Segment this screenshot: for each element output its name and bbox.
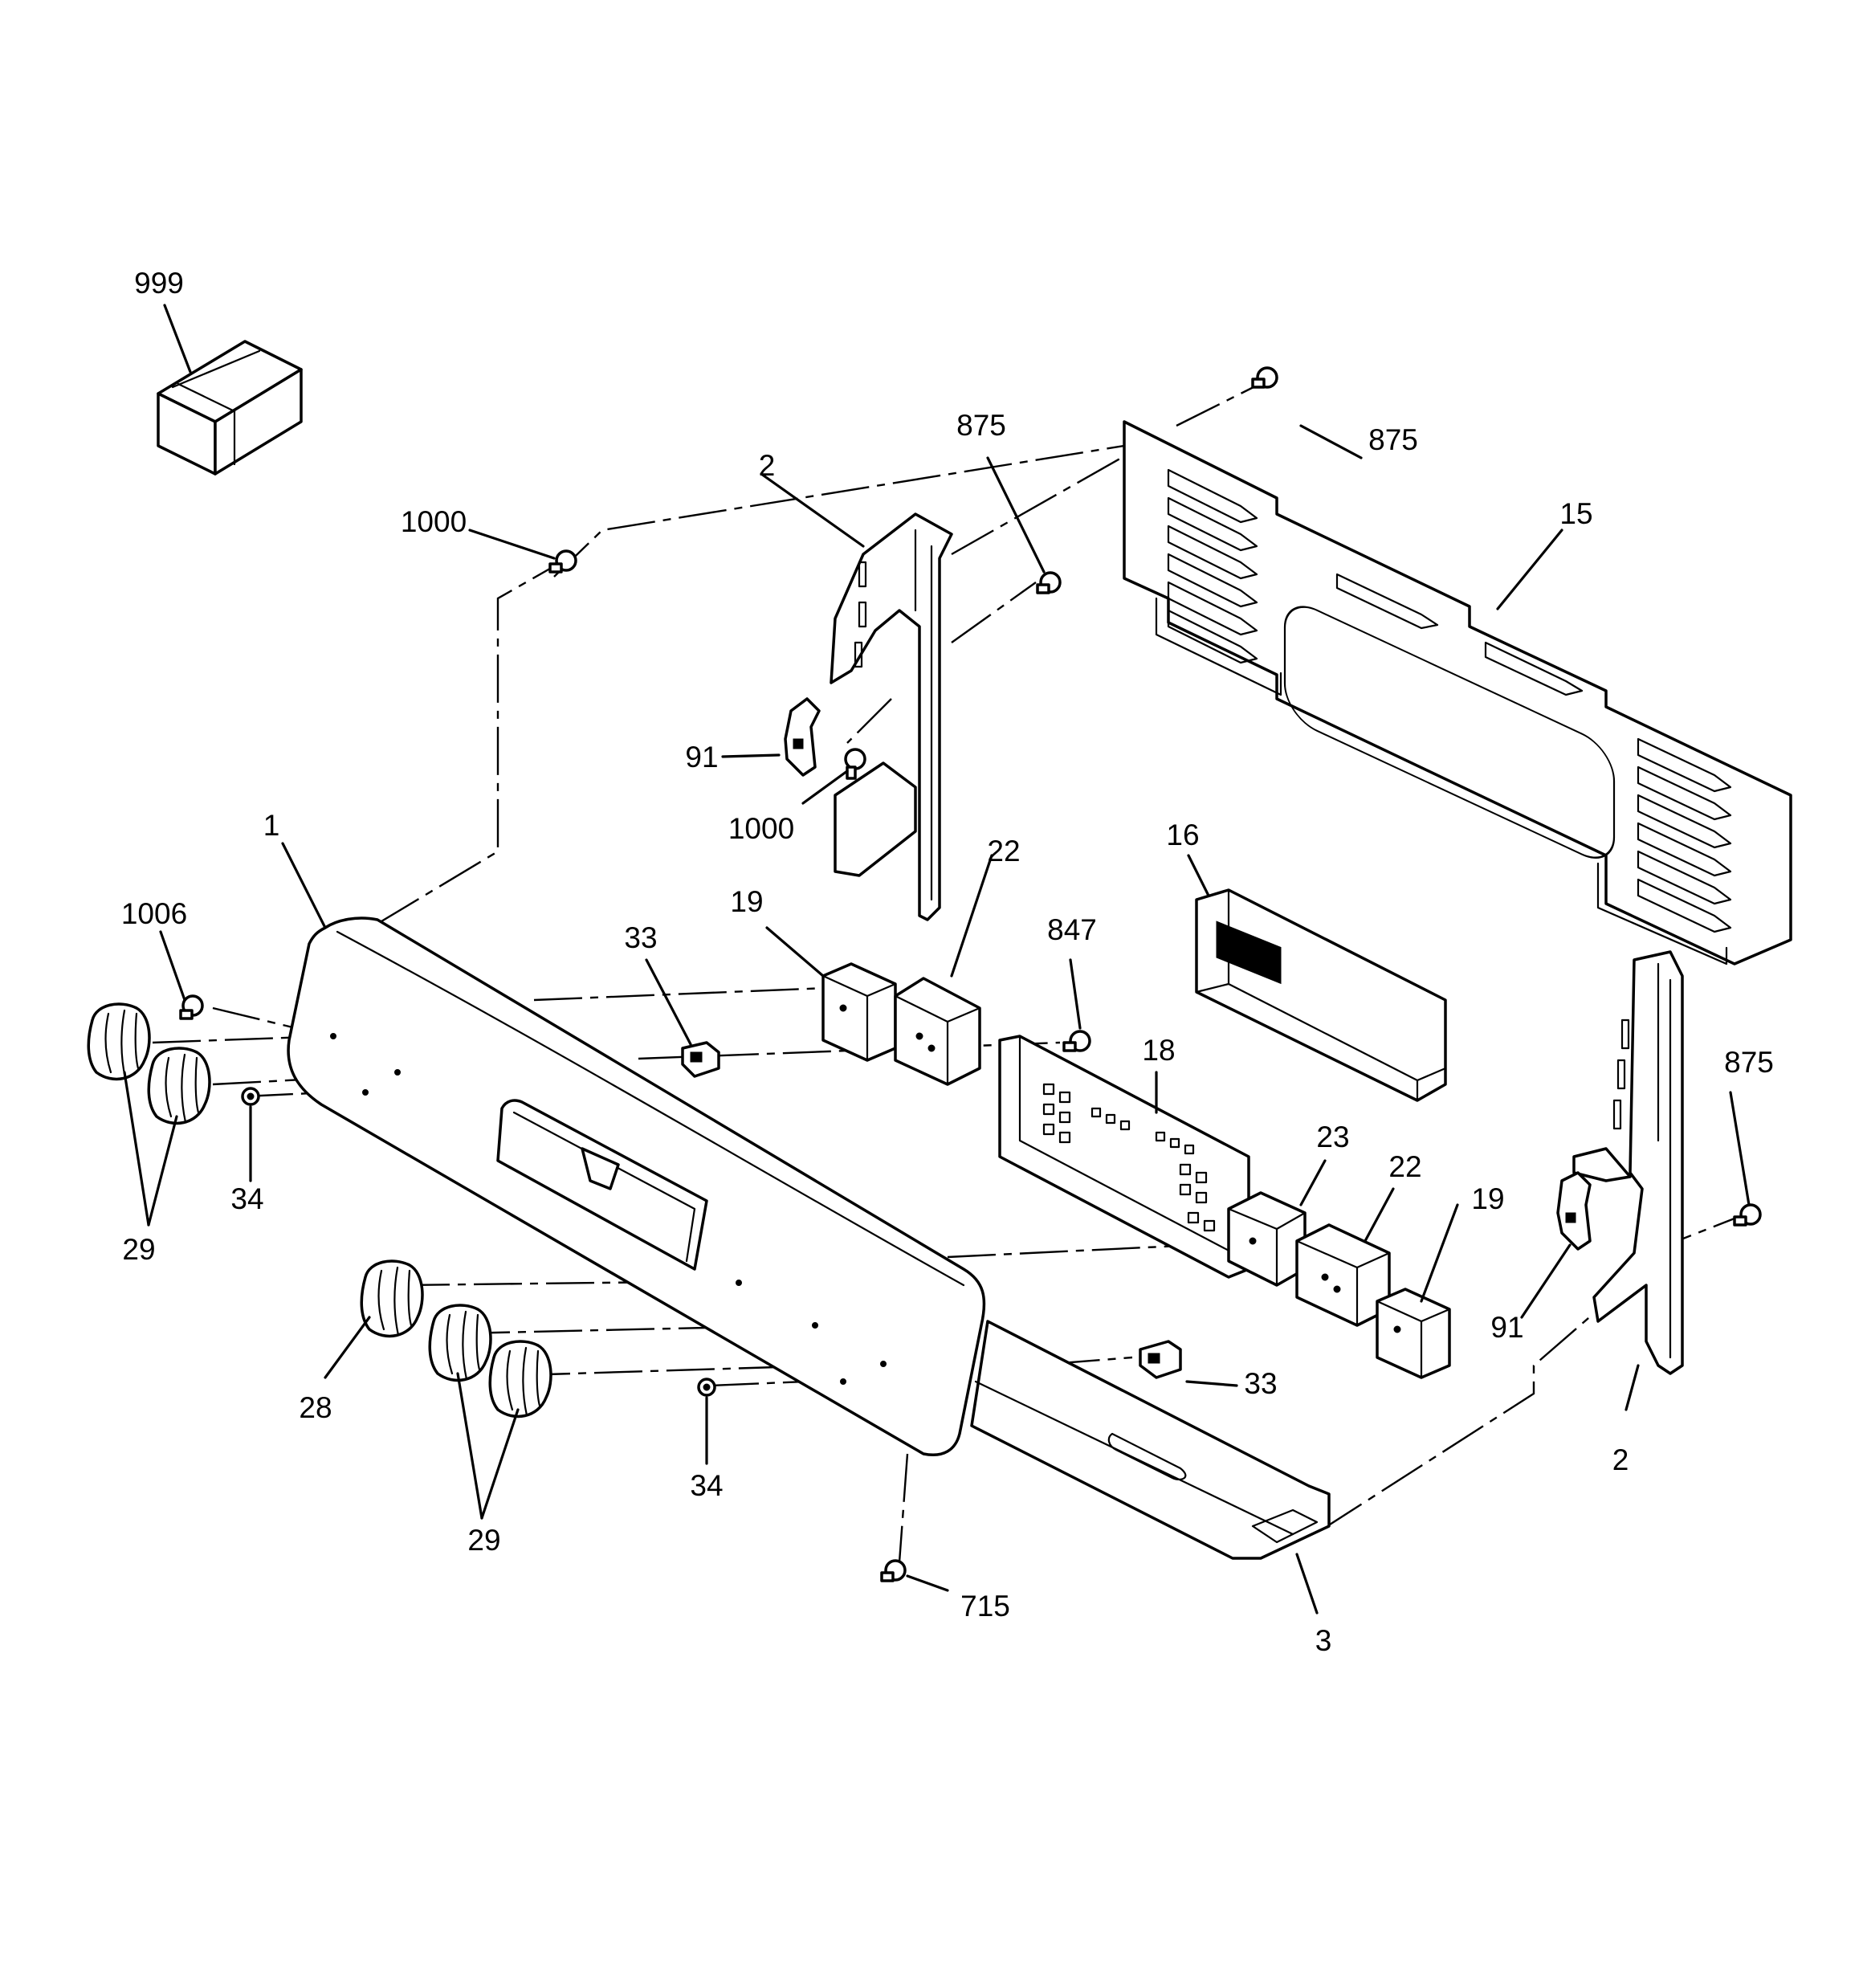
callout-19-left: 19 <box>730 885 763 918</box>
callout-33-left: 33 <box>624 921 657 954</box>
panel-slots-center <box>1335 573 1584 696</box>
screw-847 <box>1062 1030 1091 1052</box>
screw-1000-mid <box>844 748 866 780</box>
nut-34-left <box>241 1087 260 1106</box>
callout-1: 1 <box>263 809 280 842</box>
part-2-end-cap-left <box>830 512 953 921</box>
knob-bottom-middle <box>428 1304 492 1382</box>
callout-34-bottom: 34 <box>690 1469 723 1502</box>
callout-28: 28 <box>299 1391 332 1424</box>
callout-2-bottom: 2 <box>1612 1443 1629 1476</box>
knob-left-upper <box>87 1002 151 1081</box>
callout-1000-top: 1000 <box>401 505 467 538</box>
part-33-clip-right <box>1139 1340 1182 1379</box>
screw-715 <box>880 1559 907 1582</box>
part-1-backsplash-control-panel <box>287 916 986 1456</box>
callout-2-top: 2 <box>759 449 776 482</box>
part-33-clip-left <box>681 1041 720 1078</box>
part-22-switch-right <box>1295 1223 1391 1327</box>
callout-34-left: 34 <box>230 1182 263 1215</box>
knob-left-lower <box>147 1047 211 1125</box>
callout-labels: 999 875 875 875 2 2 15 1000 1000 91 91 1… <box>121 267 1774 1657</box>
callout-999: 999 <box>134 267 184 300</box>
callout-22-left: 22 <box>987 835 1020 867</box>
callout-875-left: 875 <box>956 409 1006 442</box>
screw-875-top <box>1251 366 1278 389</box>
part-15-rear-panel <box>1123 420 1792 965</box>
part-19-switch-right <box>1376 1288 1451 1379</box>
hardware-screws <box>179 366 1762 1582</box>
part-18-touchpad-overlay <box>998 1035 1250 1279</box>
callout-29-left: 29 <box>122 1233 155 1266</box>
screw-1000-top <box>548 549 577 574</box>
leader-lines <box>123 304 1751 1614</box>
touchpad-keys <box>1042 1083 1216 1232</box>
callout-847: 847 <box>1047 913 1097 946</box>
panel-louvers-left <box>1167 468 1258 664</box>
callout-1006: 1006 <box>121 897 187 930</box>
part-19-switch-left <box>821 962 897 1062</box>
panel-louvers-right <box>1637 737 1732 933</box>
screw-875-right <box>1733 1203 1762 1227</box>
callout-875-right: 875 <box>1724 1046 1774 1079</box>
callout-1000-mid: 1000 <box>728 812 794 845</box>
part-2-end-cap-right <box>1572 950 1684 1375</box>
callout-15: 15 <box>1559 497 1592 530</box>
callout-29-bottom: 29 <box>467 1524 500 1557</box>
knob-28 <box>360 1259 424 1338</box>
callout-33-right: 33 <box>1244 1367 1277 1400</box>
nut-34-bottom <box>697 1378 716 1397</box>
callout-18: 18 <box>1142 1034 1175 1067</box>
part-3-trim-rail <box>970 1320 1331 1560</box>
part-91-clip-left <box>784 697 821 777</box>
callout-22-right: 22 <box>1388 1150 1421 1183</box>
part-999-literature-box <box>157 340 303 476</box>
callout-16: 16 <box>1166 818 1199 851</box>
callout-91-left: 91 <box>685 741 718 774</box>
part-91-clip-right <box>1556 1171 1592 1251</box>
callout-23: 23 <box>1316 1121 1349 1153</box>
screw-875-left <box>1036 571 1062 594</box>
callout-91-right: 91 <box>1490 1311 1523 1344</box>
callout-3: 3 <box>1315 1624 1332 1657</box>
part-22-switch-left <box>894 977 981 1086</box>
callout-875-top: 875 <box>1368 423 1418 456</box>
callout-19-right: 19 <box>1471 1182 1504 1215</box>
screw-1006 <box>179 994 204 1020</box>
knob-bottom-right <box>488 1340 552 1419</box>
part-16-electronic-control <box>1195 888 1447 1102</box>
callout-715: 715 <box>960 1590 1010 1623</box>
